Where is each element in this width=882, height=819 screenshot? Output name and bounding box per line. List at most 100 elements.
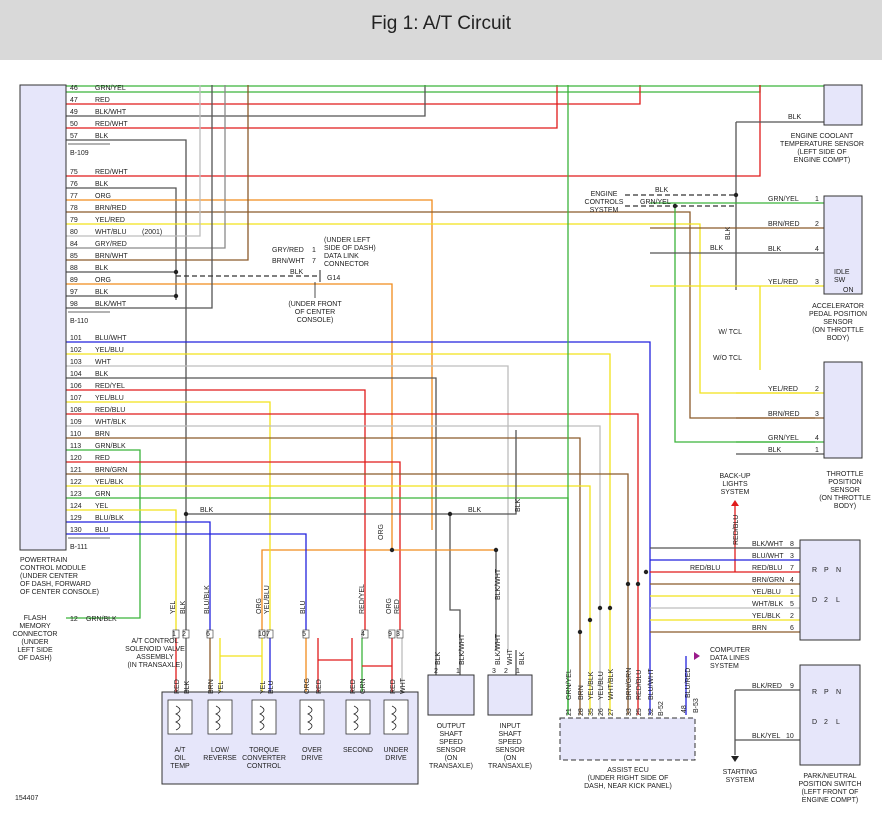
- pcm-wire-label: BRN: [95, 431, 110, 438]
- prns-box-lower: [799, 664, 861, 766]
- solenoid-top-wire: BLU/BLK: [204, 585, 211, 614]
- engine-controls-label: SYSTEM: [590, 207, 619, 214]
- solenoid-assy-box: [161, 691, 419, 785]
- pin-socket: [361, 629, 369, 639]
- pcm-wire-label: BLK: [95, 371, 109, 378]
- pcm-wire-label: BLU/WHT: [95, 335, 127, 342]
- coil-symbol: [307, 705, 313, 731]
- app-pin: 3: [815, 279, 819, 286]
- solenoid-pin: 9: [388, 631, 392, 638]
- splice-label: BLK: [468, 507, 482, 514]
- assist-ecu-wire: RED/BLU: [636, 670, 643, 700]
- prns-wire: WHT/BLK: [752, 601, 783, 608]
- pin-socket: [172, 629, 180, 639]
- starting-label: STARTING: [723, 769, 758, 776]
- pcm-pin-number: 120: [70, 455, 82, 462]
- pcm-wire-label: YEL/BLK: [95, 479, 124, 486]
- flash-label: FLASH: [24, 615, 47, 622]
- solenoid-top-wire: ORG: [386, 598, 393, 614]
- splice-dot: [587, 617, 593, 623]
- pcm-pin-number: 102: [70, 347, 82, 354]
- pcm-pin-number: 108: [70, 407, 82, 414]
- wire-101: [66, 341, 651, 715]
- oss-label: SHAFT: [440, 731, 464, 738]
- prns-position: P: [824, 567, 829, 574]
- splice-dot: [733, 192, 739, 198]
- solenoid-internal-label: BLK: [184, 680, 191, 694]
- ect-label: ENGINE COOLANT: [791, 133, 854, 140]
- app-idle: IDLE: [834, 269, 850, 276]
- wire-121: [66, 473, 629, 715]
- pcm-wire-label: RED/BLU: [95, 407, 125, 414]
- data-lines-label: DATA LINES: [710, 655, 750, 662]
- assist-ecu-label: ASSIST ECU: [607, 767, 649, 774]
- pcm-pin-number: 50: [70, 121, 78, 128]
- pcm-pin-number: 129: [70, 515, 82, 522]
- prns-pin: 8: [790, 541, 794, 548]
- solenoid-internal-label: BLU: [268, 680, 275, 694]
- splice-label: BLK: [200, 507, 214, 514]
- wire-98: [66, 85, 213, 309]
- solenoid-internal-label: YEL: [260, 681, 267, 694]
- splice-dot: [389, 547, 395, 553]
- assist-ecu-pin: 26: [598, 708, 605, 716]
- prns-wire: BLU/WHT: [752, 553, 784, 560]
- wire-57: [66, 139, 187, 630]
- assist-ecu-wire: YEL/BLK: [588, 671, 595, 700]
- solenoid-pin: 2: [182, 631, 186, 638]
- solenoid-pin: 4: [361, 631, 365, 638]
- wire-oss-blk: [449, 514, 461, 650]
- g14-location: OF CENTER: [295, 309, 335, 316]
- prns-pin: 5: [790, 601, 794, 608]
- pcm-label: OF DASH, FORWARD: [20, 581, 91, 588]
- pcm-wire-label: BRN/WHT: [95, 253, 128, 260]
- pcm-pin-number: 107: [70, 395, 82, 402]
- splice-label: BLK: [515, 498, 522, 512]
- solenoid-assy-label: A/T CONTROL: [132, 638, 179, 645]
- pcm-pin-number: 89: [70, 277, 78, 284]
- pcm-pin-number: 79: [70, 217, 78, 224]
- splice-dot: [493, 547, 499, 553]
- iss-label: SPEED: [498, 739, 522, 746]
- app-wire: YEL/RED: [768, 279, 798, 286]
- g14-label: G14: [327, 275, 340, 282]
- solenoid-component-label: DRIVE: [301, 755, 323, 762]
- pcm-label: (UNDER CENTER: [20, 573, 78, 580]
- flash-wire: GRN/BLK: [86, 616, 117, 623]
- solenoid-internal-label: RED: [316, 679, 323, 694]
- iss-label: INPUT: [500, 723, 522, 730]
- pin-socket: [388, 629, 396, 639]
- pcm-pin-number: 106: [70, 383, 82, 390]
- prns-pin: 1: [790, 589, 794, 596]
- assist-ecu-pin: 35: [588, 708, 595, 716]
- pcm-pin-number: 97: [70, 289, 78, 296]
- solenoid-assy-label: SOLENOID VALVE: [125, 646, 185, 653]
- wire-blk-bus: [186, 430, 517, 515]
- pcm-pin-number: 84: [70, 241, 78, 248]
- pcm-label: POWERTRAIN: [20, 557, 67, 564]
- prns-box-upper: [799, 539, 861, 641]
- prns-position: 2: [824, 719, 828, 726]
- wire-107: [66, 401, 271, 630]
- assist-ecu-wire: GRN/YEL: [566, 669, 573, 700]
- splice-label: ORG: [378, 524, 385, 540]
- app-idle: SW: [834, 277, 846, 284]
- assist-ecu-wire: YEL/BLU: [598, 671, 605, 700]
- dlc-label: CONNECTOR: [324, 261, 369, 268]
- pcm-wire-label: WHT/BLK: [95, 419, 126, 426]
- tps-wire: YEL/RED: [768, 386, 798, 393]
- solenoid-assy-label: ASSEMBLY: [136, 654, 174, 661]
- prns-pin: 4: [790, 577, 794, 584]
- prns-position: L: [836, 719, 840, 726]
- app-side-wire: BLK: [725, 226, 732, 240]
- oss-label: SPEED: [439, 739, 463, 746]
- solenoid-top-wire: RED: [394, 599, 401, 614]
- wire-122: [66, 485, 591, 715]
- ect-box: [823, 84, 863, 126]
- splice-dot: [643, 569, 649, 575]
- pcm-pin-number: 123: [70, 491, 82, 498]
- solenoid-top-wire: BLK: [180, 600, 187, 614]
- pcm-wire-label: BLK/WHT: [95, 109, 127, 116]
- prns-wire: BLK/WHT: [752, 541, 784, 548]
- assist-ecu-pin: 32: [648, 708, 655, 716]
